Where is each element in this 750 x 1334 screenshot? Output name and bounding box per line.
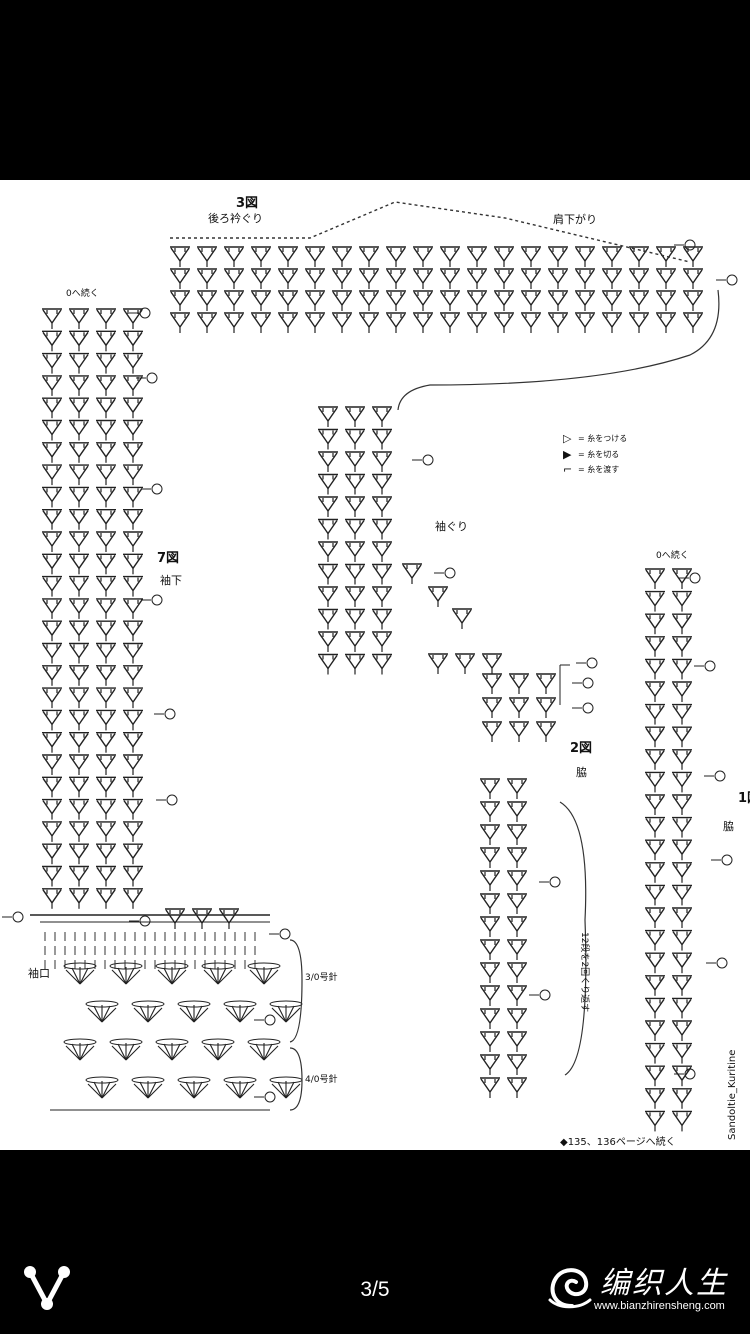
cuff-label: 袖口 <box>28 966 50 980</box>
needle-30-label: 3/0号針 <box>305 971 338 983</box>
pattern-image[interactable]: 3図 後ろ衿ぐり 肩下がり 袖ぐり 7図 袖下 2図 脇 1図 脇 袖口 3/0… <box>0 180 750 1150</box>
fig7-subtitle: 袖下 <box>160 573 182 587</box>
top-black-bar <box>0 0 750 180</box>
fig2-title: 2図 <box>570 741 592 756</box>
share-icon <box>24 1266 70 1310</box>
needle-40-label: 4/0号針 <box>305 1073 338 1085</box>
footnote: ◆135、136ページへ続く <box>560 1135 676 1148</box>
legend-symbol-2: ▶ <box>563 448 572 461</box>
legend-symbol-1: ▷ <box>563 432 572 445</box>
watermark: Sandoltie_Kuritine <box>727 1050 738 1140</box>
fig3-left-label: 後ろ衿ぐり <box>208 211 263 225</box>
fig2-subtitle: 脇 <box>576 766 587 779</box>
legend-text-1: = 糸をつける <box>578 433 627 443</box>
bottom-black-bar <box>0 1150 750 1334</box>
brand-logo: 编织人生 www.bianzhirensheng.com <box>544 1252 734 1322</box>
legend-text-2: = 糸を切る <box>578 449 619 459</box>
legend-text-3: = 糸を渡す <box>578 464 619 474</box>
armhole-label: 袖ぐり <box>435 519 468 533</box>
continue-right-label: 0へ続く <box>656 549 689 561</box>
side-note: 12段を2回くり返す <box>579 932 591 1012</box>
fig1-title: 1図 <box>738 791 750 806</box>
share-button[interactable] <box>22 1262 72 1312</box>
swirl-icon <box>548 1268 592 1309</box>
brand-name: 编织人生 <box>600 1266 728 1301</box>
brand-url: www.bianzhirensheng.com <box>594 1300 725 1312</box>
fig1-subtitle: 脇 <box>723 820 734 833</box>
fig3-title: 3図 <box>236 196 258 211</box>
legend-symbol-3: ⌐ <box>563 463 572 476</box>
continue-left-label: 0へ続く <box>66 287 99 299</box>
crochet-chart: 3図 後ろ衿ぐり 肩下がり 袖ぐり 7図 袖下 2図 脇 1図 脇 袖口 3/0… <box>2 196 750 1148</box>
legend: ▷ = 糸をつける ▶ = 糸を切る ⌐ = 糸を渡す <box>563 432 627 476</box>
page-counter: 3/5 <box>360 1278 390 1301</box>
fig7-title: 7図 <box>157 551 179 566</box>
fig3-right-label: 肩下がり <box>553 212 597 226</box>
